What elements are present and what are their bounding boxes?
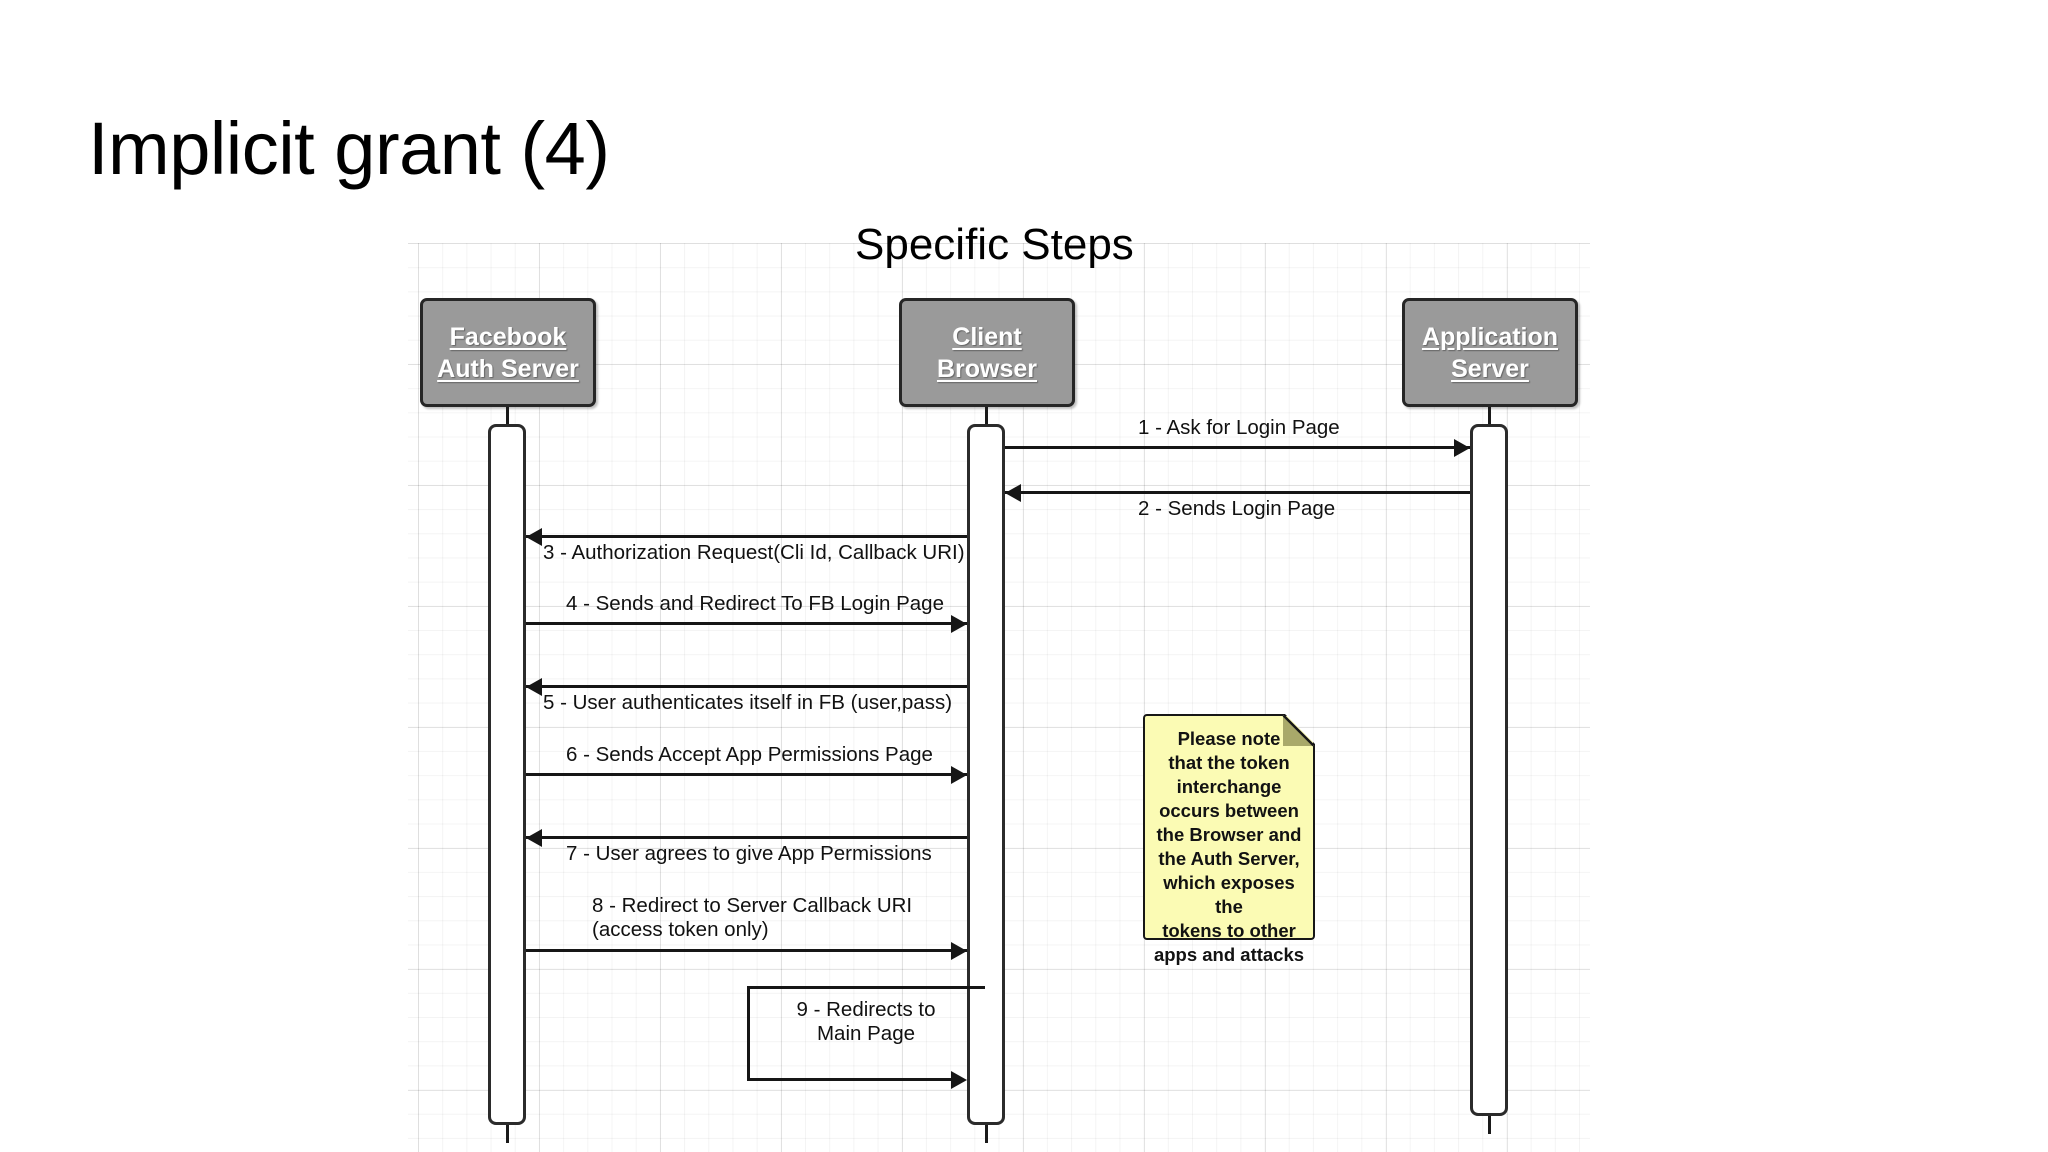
note-text: Please note that the token interchange o… — [1150, 727, 1308, 967]
message-arrowhead-5 — [526, 677, 542, 696]
note-line: Please note — [1177, 728, 1281, 749]
lifeline-label-line-1: Facebook — [449, 322, 567, 351]
message-arrowhead-7 — [526, 828, 542, 847]
note-body — [1143, 714, 1315, 940]
message-self-loop-9-left — [747, 986, 750, 1081]
lifeline-label-line-1: Application — [1421, 322, 1559, 351]
lifeline-stem-bottom-client-browser — [985, 1125, 988, 1143]
message-arrow-1 — [1005, 446, 1470, 449]
message-arrow-6 — [526, 773, 967, 776]
message-label-8-line-1: 8 - Redirect to Server Callback URI — [592, 894, 913, 917]
lifeline-header-application-server[interactable]: Application Server — [1402, 298, 1578, 407]
message-arrowhead-6 — [951, 765, 967, 784]
note-line: the Auth Server, — [1158, 848, 1300, 870]
message-arrow-4 — [526, 622, 967, 625]
message-arrow-2 — [1005, 491, 1470, 494]
message-label-9-line-1: 9 - Redirects to — [796, 998, 936, 1021]
message-arrowhead-8 — [951, 941, 967, 960]
message-arrow-7 — [526, 836, 967, 839]
message-arrowhead-3 — [526, 527, 542, 546]
note-line: which exposes the — [1163, 872, 1295, 918]
lifeline-stem-fb-auth-server — [506, 407, 509, 426]
lifeline-label-line-2: Browser — [936, 354, 1038, 383]
message-arrow-3 — [526, 535, 967, 538]
note-line: interchange — [1176, 776, 1282, 798]
lifeline-stem-client-browser — [985, 407, 988, 426]
message-label-3: 3 - Authorization Request(Cli Id, Callba… — [543, 541, 965, 564]
message-arrowhead-1 — [1454, 438, 1470, 457]
lifeline-stem-application-server — [1488, 407, 1491, 426]
message-label-9-line-2: Main Page — [816, 1022, 915, 1045]
lifeline-stem-bottom-application-server — [1488, 1116, 1491, 1134]
activation-bar-application-server — [1470, 424, 1508, 1116]
activation-bar-client-browser — [967, 424, 1005, 1125]
note-line: apps and attacks — [1153, 944, 1305, 966]
message-label-2: 2 - Sends Login Page — [1138, 497, 1336, 520]
lifeline-label-line-2: Server — [1451, 354, 1529, 383]
activation-bar-fb-auth-server — [488, 424, 526, 1125]
message-self-loop-9-bottom — [747, 1078, 951, 1081]
message-label-7: 7 - User agrees to give App Permissions — [566, 842, 932, 865]
note-line: the Browser and — [1156, 824, 1302, 846]
lifeline-header-client-browser[interactable]: Client Browser — [899, 298, 1075, 407]
message-label-4: 4 - Sends and Redirect To FB Login Page — [566, 592, 944, 615]
message-arrowhead-4 — [951, 614, 967, 633]
note-line: occurs between — [1159, 800, 1299, 822]
message-label-6: 6 - Sends Accept App Permissions Page — [566, 743, 933, 766]
lifeline-label-line-2: Auth Server — [437, 354, 579, 383]
message-arrow-5 — [526, 685, 967, 688]
lifeline-header-fb-auth-server[interactable]: Facebook Auth Server — [420, 298, 596, 407]
message-arrowhead-2 — [1005, 483, 1021, 502]
note-callout: Please note that the token interchange o… — [1143, 714, 1315, 965]
diagram-subtitle: Specific Steps — [855, 220, 1134, 269]
message-arrow-8 — [526, 949, 967, 952]
message-label-1: 1 - Ask for Login Page — [1138, 416, 1340, 439]
page-title: Implicit grant (4) — [88, 107, 610, 190]
lifeline-label-line-1: Client — [952, 322, 1022, 351]
message-arrowhead-9 — [951, 1070, 967, 1089]
message-label-8-line-2: (access token only) — [592, 918, 769, 941]
message-label-5: 5 - User authenticates itself in FB (use… — [543, 691, 953, 714]
note-line: that the token — [1168, 752, 1290, 774]
message-self-loop-9-top — [747, 986, 985, 989]
note-line: tokens to other — [1162, 920, 1296, 942]
lifeline-stem-bottom-fb-auth-server — [506, 1125, 509, 1143]
